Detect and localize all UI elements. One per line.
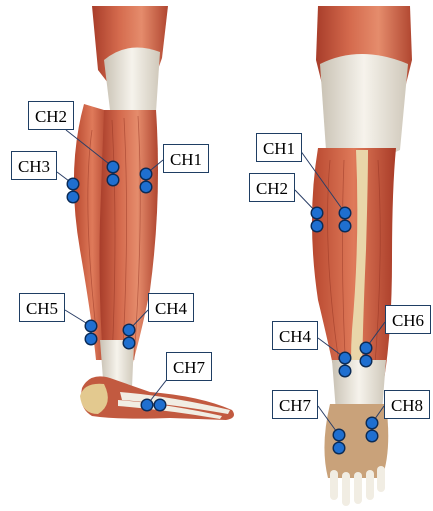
label-left-ch1: CH1 <box>163 144 209 173</box>
label-right-ch1: CH1 <box>256 133 302 162</box>
electrode-right-ch6-1 <box>360 342 372 354</box>
electrode-right-ch6-2 <box>360 355 372 367</box>
electrode-left-ch7-1 <box>141 399 153 411</box>
electrode-left-ch7-2 <box>154 399 166 411</box>
label-left-ch4: CH4 <box>148 293 194 322</box>
label-left-ch5: CH5 <box>19 293 65 322</box>
label-left-ch3: CH3 <box>11 151 57 180</box>
electrode-left-ch3-2 <box>67 191 79 203</box>
label-right-ch7: CH7 <box>272 390 318 419</box>
label-right-ch8: CH8 <box>384 390 430 419</box>
right-leg-illustration <box>312 6 412 506</box>
left-knee-tendon <box>104 48 160 118</box>
electrode-right-ch8-1 <box>366 417 378 429</box>
electrode-right-ch2-1 <box>311 207 323 219</box>
electrode-left-ch4-2 <box>123 337 135 349</box>
electrode-right-ch1-1 <box>339 207 351 219</box>
label-left-ch7: CH7 <box>166 352 212 381</box>
electrode-right-ch2-2 <box>311 220 323 232</box>
label-right-ch2: CH2 <box>249 173 295 202</box>
label-left-ch2: CH2 <box>28 101 74 130</box>
electrode-left-ch3-1 <box>67 178 79 190</box>
electrode-right-ch7-1 <box>333 429 345 441</box>
electrode-left-ch4-1 <box>123 324 135 336</box>
electrode-left-ch1-2 <box>140 181 152 193</box>
electrode-left-ch2-1 <box>107 161 119 173</box>
electrode-left-ch2-2 <box>107 174 119 186</box>
electrode-left-ch5-2 <box>85 333 97 345</box>
electrode-right-ch4-1 <box>339 352 351 364</box>
electrode-right-ch1-2 <box>339 220 351 232</box>
label-right-ch4: CH4 <box>272 321 318 350</box>
electrode-left-ch5-1 <box>85 320 97 332</box>
electrode-left-ch1-1 <box>140 168 152 180</box>
right-knee-tendon <box>320 54 408 159</box>
label-right-ch6: CH6 <box>385 305 431 334</box>
electrode-right-ch4-2 <box>339 365 351 377</box>
electrode-right-ch7-2 <box>333 442 345 454</box>
electrode-right-ch8-2 <box>366 430 378 442</box>
